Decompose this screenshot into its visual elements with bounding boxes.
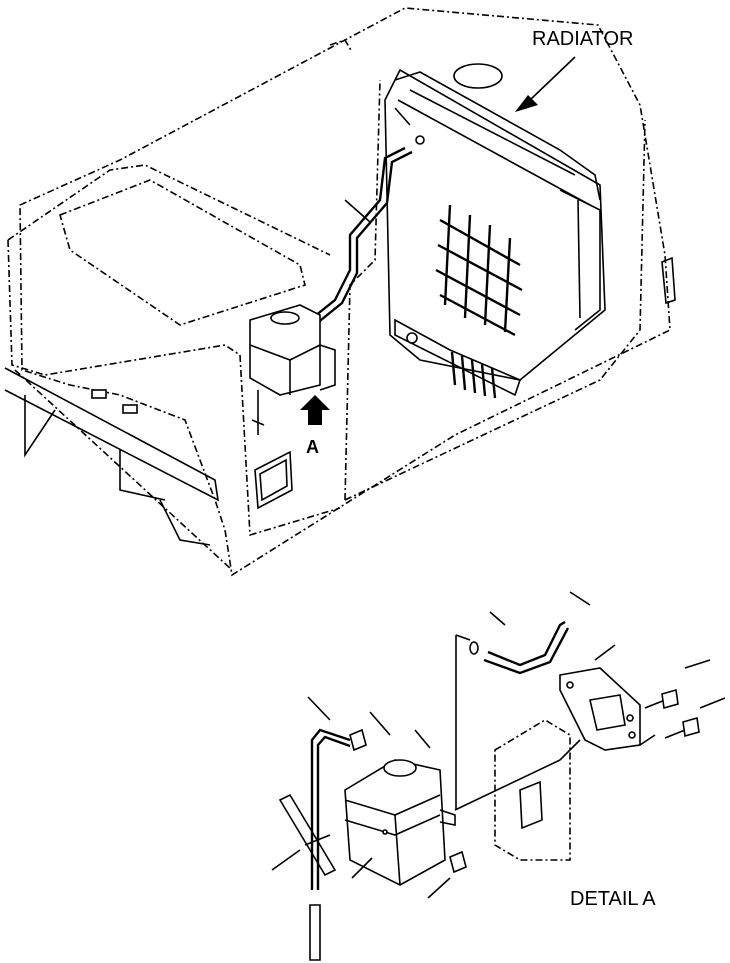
- mounting-bracket: [454, 667, 656, 811]
- leader-clamp: [394, 107, 411, 126]
- view-marker-label: A: [306, 437, 319, 457]
- bolt-2: [664, 716, 700, 739]
- access-panel: [254, 450, 293, 510]
- leader-clamp-detail: [489, 611, 506, 626]
- hose-clamp: [415, 135, 425, 145]
- radiator-label: RADIATOR: [532, 28, 634, 50]
- leader-bolt-1: [684, 659, 711, 669]
- radiator-grid: [435, 204, 523, 337]
- tank-cap: [383, 759, 417, 777]
- leader-clip: [271, 849, 301, 871]
- plate-1: [91, 389, 107, 399]
- tube-clip: [278, 793, 337, 877]
- reserve-tank-upper: [249, 304, 336, 435]
- nut-2: [449, 850, 467, 874]
- leader-nut: [369, 711, 391, 736]
- machine-body: [4, 7, 676, 577]
- leader-bracket: [594, 644, 616, 661]
- leader-hose: [344, 199, 371, 223]
- radiator: [384, 63, 606, 399]
- radiator-cap: [453, 63, 503, 89]
- radiator-arrowhead: [515, 95, 538, 112]
- nut-1: [349, 728, 367, 752]
- overflow-hose: [309, 135, 425, 325]
- leader-bolt-2: [699, 697, 726, 709]
- detail-hose: [487, 620, 566, 667]
- leader-tube: [307, 696, 331, 721]
- detail-a: [271, 591, 726, 961]
- view-arrow-a: [300, 395, 330, 425]
- drain-tube: [309, 728, 351, 961]
- leader-nut-lower: [427, 877, 451, 899]
- detail-label: DETAIL A: [570, 888, 656, 910]
- bolt-1: [644, 688, 679, 710]
- leader-tank: [414, 729, 431, 749]
- leader-hose-detail: [569, 591, 591, 606]
- detail-hose-clamp: [469, 641, 479, 655]
- radiator-leader: [529, 56, 576, 101]
- plate-2: [122, 404, 138, 414]
- leader-tank-lower: [351, 857, 373, 879]
- cover-plate: [494, 719, 571, 861]
- detail-reserve-tank: [344, 759, 456, 886]
